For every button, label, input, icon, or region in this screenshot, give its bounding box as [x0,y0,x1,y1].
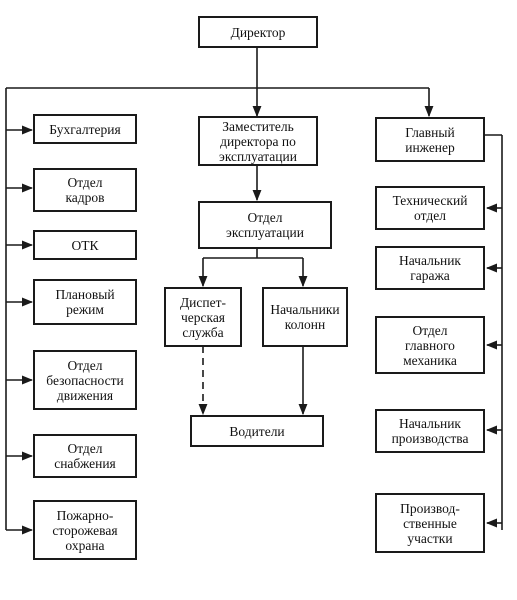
box-otk: ОТК [33,230,137,260]
box-director: Директор [198,16,318,48]
box-column-heads: Начальники колонн [262,287,348,347]
box-technical-department: Технический отдел [375,186,485,230]
box-garage-head: Начальник гаража [375,246,485,290]
box-deputy-director: Заместитель директора по эксплуатации [198,116,318,166]
box-accounting: Бухгалтерия [33,114,137,144]
box-chief-mechanic: Отдел главного механика [375,316,485,374]
box-fire-security: Пожарно- сторожевая охрана [33,500,137,560]
box-planning: Плановый режим [33,279,137,325]
box-production-head: Начальник производства [375,409,485,453]
box-operations-department: Отдел эксплуатации [198,201,332,249]
box-supply: Отдел снабжения [33,434,137,478]
box-production-sites: Производ- ственные участки [375,493,485,553]
box-dispatch-service: Диспет- черская служба [164,287,242,347]
box-chief-engineer: Главный инженер [375,117,485,162]
box-hr-department: Отдел кадров [33,168,137,212]
box-traffic-safety: Отдел безопасности движения [33,350,137,410]
box-drivers: Водители [190,415,324,447]
